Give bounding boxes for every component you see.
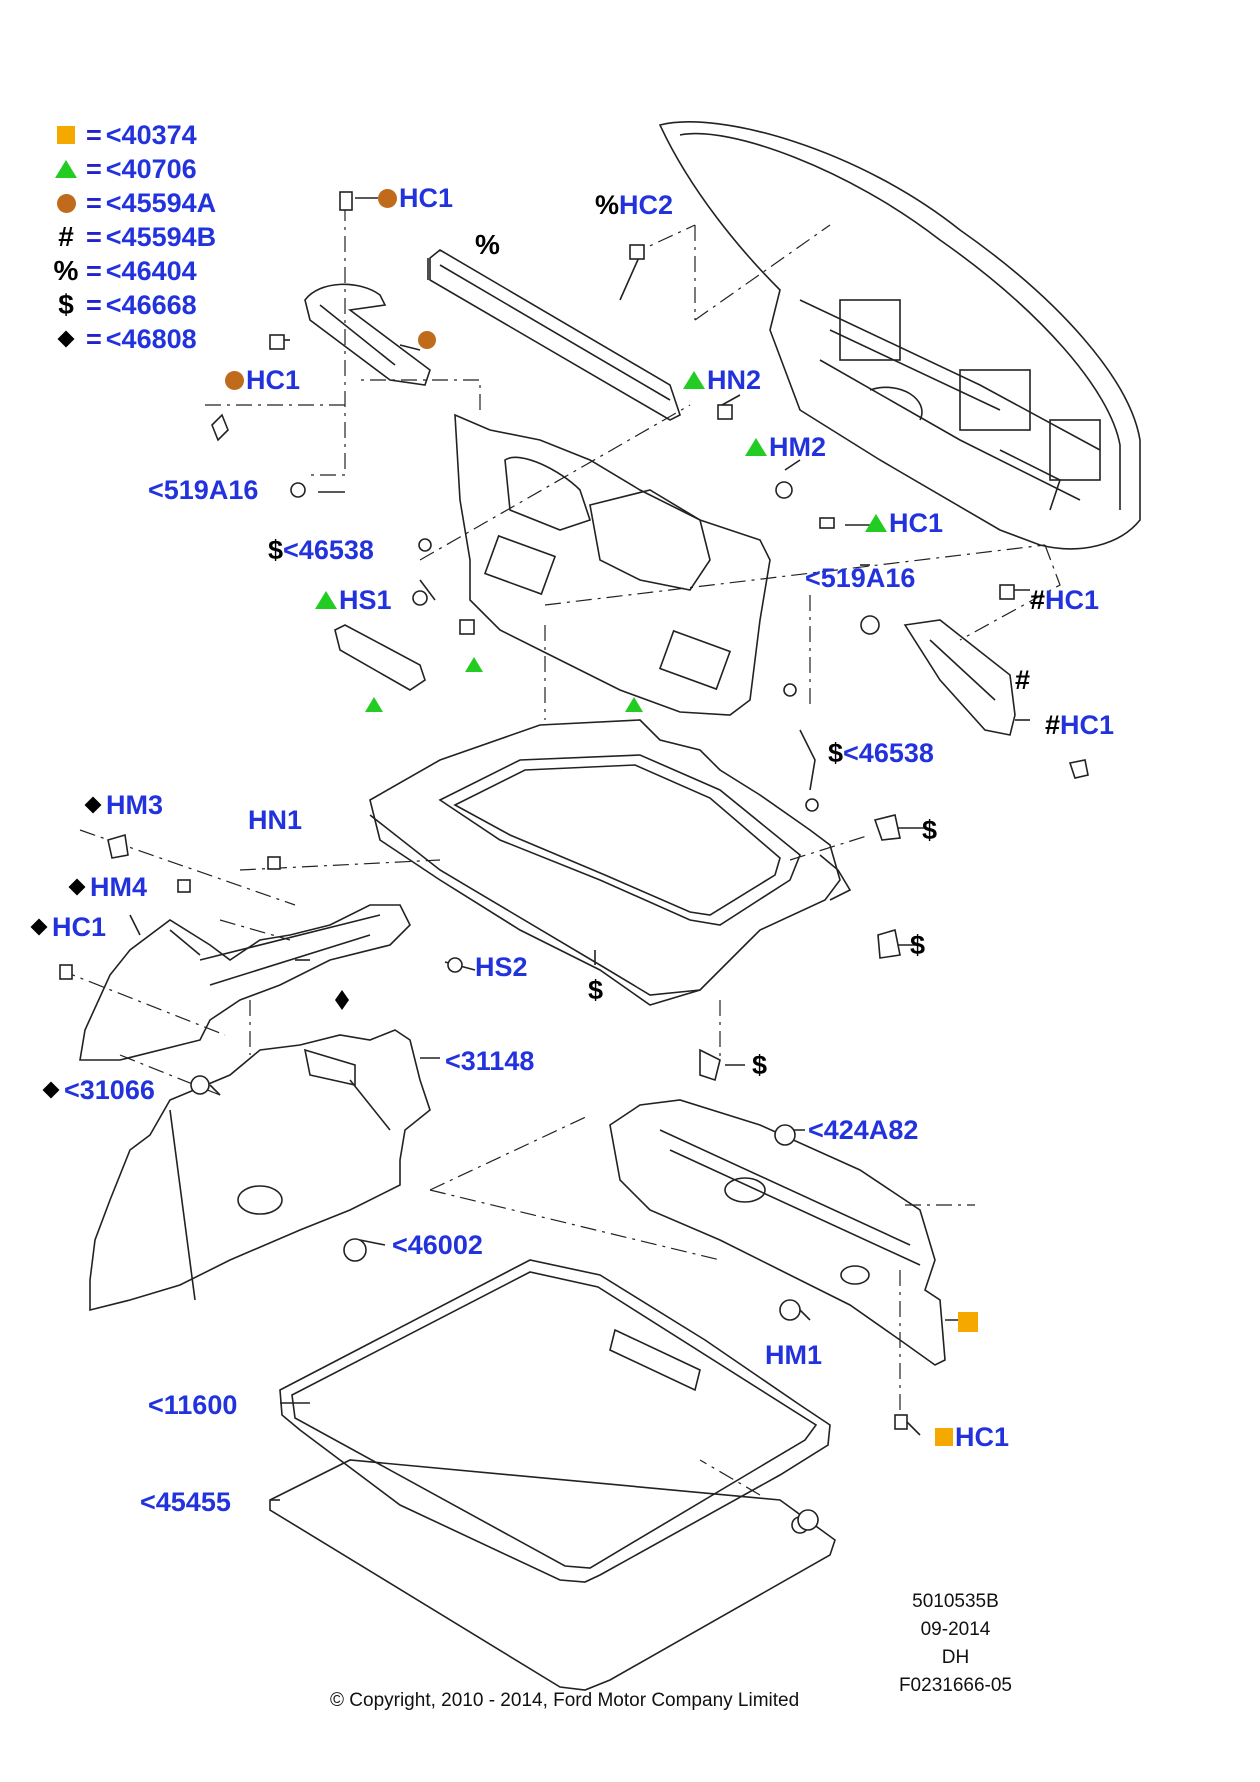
dollar-mark-4: $ — [752, 1050, 768, 1080]
legend-code: <40706 — [105, 153, 197, 184]
legend-equals: = — [86, 153, 102, 184]
callout-45455: <45455 — [140, 1487, 231, 1517]
legend-row-triangle: = <40706 — [52, 152, 216, 186]
orange-square-icon — [958, 1312, 978, 1332]
copyright-notice: © Copyright, 2010 - 2014, Ford Motor Com… — [330, 1690, 800, 1711]
callout-hm4: HM4 — [66, 872, 147, 902]
callout-424a82: <424A82 — [808, 1115, 919, 1145]
callout-hc1-left: HC1 — [225, 365, 300, 395]
callout-hn1: HN1 — [248, 805, 303, 835]
green-triangle-icon — [865, 514, 887, 532]
drawing-date: 09-2014 — [920, 1619, 991, 1640]
left-lower-quarter-trim — [89, 1029, 431, 1312]
hs1-bracket — [334, 624, 426, 691]
legend-code: <45594A — [105, 187, 217, 218]
dollar-mark-2: $ — [910, 930, 926, 960]
legend-equals: = — [86, 289, 102, 320]
legend-equals: = — [86, 119, 102, 150]
dollar-mark-1: $ — [922, 815, 938, 845]
figure-id: F0231666-05 — [898, 1675, 1012, 1696]
orange-square-icon — [52, 126, 80, 144]
percent-symbol: % — [53, 255, 79, 286]
floor-board — [269, 1459, 836, 1691]
black-diamond-icon — [66, 878, 88, 896]
brown-circle-icon — [225, 370, 244, 390]
legend-equals: = — [86, 221, 102, 252]
percent-strip-panel — [429, 249, 681, 421]
callout-11600: <11600 — [148, 1390, 238, 1420]
rear-sill-plate — [609, 1099, 946, 1366]
callout-hc1-right1: # HC1 — [1030, 585, 1100, 615]
callout-hm2: HM2 — [745, 432, 826, 462]
orange-square-marker — [958, 1312, 980, 1332]
legend-row-circle: = <45594A — [52, 186, 216, 220]
drawing-code: DH — [941, 1647, 970, 1668]
legend-code: <46404 — [105, 255, 197, 286]
callout-hn2: HN2 — [683, 365, 761, 395]
callout-31148: <31148 — [445, 1046, 535, 1076]
green-triangle-icon — [315, 591, 337, 609]
green-triangle-icon — [52, 160, 80, 178]
legend-row-diamond: = <46808 — [52, 322, 216, 356]
legend-code: <46668 — [105, 289, 197, 320]
callout-46002: <46002 — [392, 1230, 483, 1260]
callout-31066: <31066 — [40, 1075, 155, 1105]
legend-row-percent: % = <46404 — [52, 254, 216, 288]
right-pillar-trim — [903, 619, 1016, 736]
trunk-lid-outline — [658, 121, 1141, 550]
callout-hm3: HM3 — [82, 790, 163, 820]
callout-519a16-right: <519A16 — [805, 563, 916, 593]
percent-mark: % — [475, 229, 500, 260]
brown-circle-icon — [52, 193, 80, 213]
callout-hc1-mid: HC1 — [865, 508, 943, 538]
upper-left-pillar-trim — [304, 283, 431, 386]
legend-row-square: = <40374 — [52, 118, 216, 152]
green-triangle-icon — [745, 438, 767, 456]
callout-hc1-bottom: HC1 — [935, 1422, 1009, 1452]
dollar-symbol: $ — [58, 289, 74, 320]
legend-code: <40374 — [105, 119, 197, 150]
dollar-mark-3: $ — [588, 975, 604, 1005]
legend-equals: = — [86, 255, 102, 286]
black-diamond-icon — [82, 796, 104, 814]
callout-hc2: % HC2 — [595, 190, 674, 220]
legend-code: <46808 — [105, 323, 197, 354]
document-meta: 5010535B 09-2014 DH F0231666-05 — [899, 1588, 1012, 1700]
symbol-legend: = <40374 = <40706 = <45594A # = <45594B … — [52, 118, 217, 356]
orange-square-icon — [935, 1428, 953, 1446]
parcel-shelf — [369, 719, 841, 1006]
black-diamond-icon — [40, 1081, 62, 1099]
hash-symbol: # — [58, 221, 74, 252]
drawing-number: 5010535B — [912, 1591, 999, 1612]
legend-row-hash: # = <45594B — [52, 220, 216, 254]
legend-equals: = — [86, 187, 102, 218]
callout-hs2: HS2 — [475, 952, 528, 982]
callout-hs1: HS1 — [315, 585, 392, 615]
black-diamond-icon — [52, 330, 80, 348]
callout-46538-left: $ <46538 — [268, 535, 374, 565]
callout-hm1: HM1 — [765, 1340, 823, 1370]
legend-code: <45594B — [105, 221, 217, 252]
legend-row-dollar: $ = <46668 — [52, 288, 216, 322]
callout-hc1-right2: # HC1 — [1045, 710, 1115, 740]
legend-equals: = — [86, 323, 102, 354]
black-diamond-icon — [28, 918, 50, 936]
brown-circle-icon — [378, 188, 397, 208]
hash-mark: # — [1015, 665, 1031, 695]
left-upper-quarter-trim — [79, 904, 411, 1061]
callout-519a16-left: <519A16 — [148, 475, 259, 505]
callout-hc1-top: HC1 — [378, 183, 453, 213]
trunk-mat — [279, 1259, 831, 1583]
green-triangle-icon — [683, 371, 705, 389]
rear-shelf-panel — [454, 413, 771, 716]
callout-46538-right: $ <46538 — [828, 738, 934, 768]
callout-hc1-far-left: HC1 — [28, 912, 106, 942]
